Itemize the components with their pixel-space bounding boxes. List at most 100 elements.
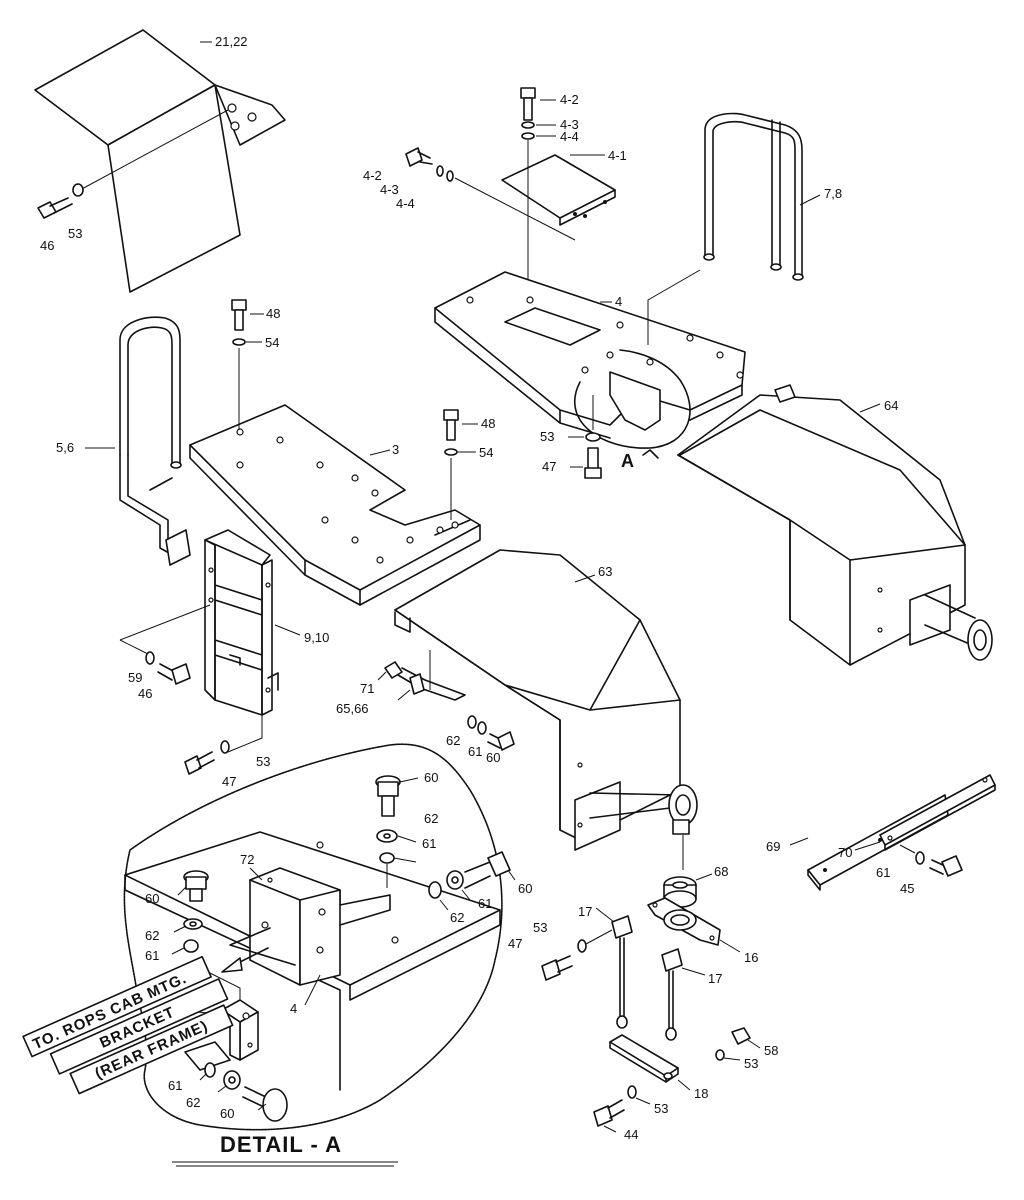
label-54-b: 54 xyxy=(479,445,493,460)
bolt-47-53-b xyxy=(184,740,230,775)
label-48: 48 xyxy=(266,306,280,321)
bolt-48-right xyxy=(443,409,478,520)
fender-64 xyxy=(677,384,993,666)
bolt-45-61 xyxy=(899,844,963,877)
label-61: 61 xyxy=(468,744,482,759)
latch-65-66-71 xyxy=(377,650,466,701)
label-17-b: 17 xyxy=(708,971,722,986)
label-53-c: 53 xyxy=(256,754,270,769)
label-59: 59 xyxy=(128,670,142,685)
label-47-c: 47 xyxy=(508,936,522,951)
cover-plate-4-1 xyxy=(501,154,616,226)
label-48-b: 48 xyxy=(481,416,495,431)
label-detail-ref-A: A xyxy=(621,451,634,471)
label-62: 62 xyxy=(446,733,460,748)
label-61-detail-bottom: 61 xyxy=(168,1078,182,1093)
bolt-46-top xyxy=(37,183,84,219)
bolt-60-62-61-bottom xyxy=(184,1041,288,1122)
label-4-2-side: 4-2 xyxy=(363,168,382,183)
handrail-7-8 xyxy=(647,112,821,345)
label-60-detail-left: 60 xyxy=(145,891,159,906)
label-44: 44 xyxy=(624,1127,638,1142)
label-4-4: 4-4 xyxy=(560,129,579,144)
label-54: 54 xyxy=(265,335,279,350)
bolt-44-53 xyxy=(593,1085,651,1133)
label-68: 68 xyxy=(714,864,728,879)
label-53: 53 xyxy=(68,226,82,241)
label-62-detail-top: 62 xyxy=(424,811,438,826)
label-62-detail-left: 62 xyxy=(145,928,159,943)
bolt-60-62-61-top xyxy=(375,775,419,888)
label-17-a: 17 xyxy=(578,904,592,919)
label-4-4-side: 4-4 xyxy=(396,196,415,211)
rops-arrow xyxy=(221,947,269,973)
frame-plate-4 xyxy=(434,271,746,459)
label-69: 69 xyxy=(766,839,780,854)
label-58: 58 xyxy=(764,1043,778,1058)
label-53-f: 53 xyxy=(654,1101,668,1116)
label-47: 47 xyxy=(542,459,556,474)
rod-17-b xyxy=(661,948,706,1041)
label-16: 16 xyxy=(744,950,758,965)
label-7-8: 7,8 xyxy=(824,186,842,201)
label-61-right: 61 xyxy=(876,865,890,880)
part-labels: 21,22 46 53 4-2 4-3 4-4 4-1 4-2 4-3 4-4 … xyxy=(40,34,914,1142)
label-47-b: 47 xyxy=(222,774,236,789)
bolt-60-62-61-left xyxy=(171,870,209,955)
label-61-detail-left: 61 xyxy=(145,948,159,963)
handrail-5-6 xyxy=(85,316,191,566)
label-4-2: 4-2 xyxy=(560,92,579,107)
bolt-60-61-62-right xyxy=(428,851,516,911)
label-4-3-side: 4-3 xyxy=(380,182,399,197)
label-72: 72 xyxy=(240,852,254,867)
bolt-47-53-a xyxy=(568,395,602,479)
detail-a-plate-4 xyxy=(124,831,501,1091)
label-53-e: 53 xyxy=(744,1056,758,1071)
label-9-10: 9,10 xyxy=(304,630,329,645)
label-53-b: 53 xyxy=(540,429,554,444)
label-3: 3 xyxy=(392,442,399,457)
detail-title-block: DETAIL - A xyxy=(172,1132,398,1167)
label-60-detail-right: 60 xyxy=(518,881,532,896)
detail-title-underline xyxy=(172,1161,398,1167)
label-18: 18 xyxy=(694,1086,708,1101)
label-4: 4 xyxy=(615,294,622,309)
label-70: 70 xyxy=(838,845,852,860)
bolt-60-61-62-a xyxy=(467,715,515,751)
guard-panel-21-22 xyxy=(34,29,286,293)
label-63: 63 xyxy=(598,564,612,579)
detail-title: DETAIL - A xyxy=(220,1132,342,1157)
label-5-6: 5,6 xyxy=(56,440,74,455)
label-60-detail-bottom: 60 xyxy=(220,1106,234,1121)
frame-plate-3 xyxy=(189,404,481,606)
label-62-detail-bottom: 62 xyxy=(186,1095,200,1110)
label-61-detail-top: 61 xyxy=(422,836,436,851)
label-60-detail-top: 60 xyxy=(424,770,438,785)
rops-note: TO. ROPS CAB MTG. BRACKET (REAR FRAME) xyxy=(22,955,234,1095)
label-53-d: 53 xyxy=(533,920,547,935)
bar-70 xyxy=(854,774,996,851)
plate-69 xyxy=(789,794,949,891)
bracket-16 xyxy=(647,897,741,953)
label-60: 60 xyxy=(486,750,500,765)
label-4-detail: 4 xyxy=(290,1001,297,1016)
label-62-detail-right: 62 xyxy=(450,910,464,925)
pin-18 xyxy=(609,1034,691,1091)
label-65-66: 65,66 xyxy=(336,701,369,716)
label-46-b: 46 xyxy=(138,686,152,701)
nut-58-washer-53 xyxy=(715,1027,761,1061)
bolt-46-59 xyxy=(145,651,191,685)
step-ladder-9-10 xyxy=(119,529,301,753)
label-4-1: 4-1 xyxy=(608,148,627,163)
label-71: 71 xyxy=(360,681,374,696)
bolt-48-left xyxy=(231,299,264,430)
label-46: 46 xyxy=(40,238,54,253)
bolt-47-53-c xyxy=(541,929,613,981)
label-21-22: 21,22 xyxy=(215,34,248,49)
bolt-4-2-top xyxy=(520,87,556,320)
label-4-3: 4-3 xyxy=(560,117,579,132)
label-64: 64 xyxy=(884,398,898,413)
fender-63 xyxy=(394,549,698,870)
